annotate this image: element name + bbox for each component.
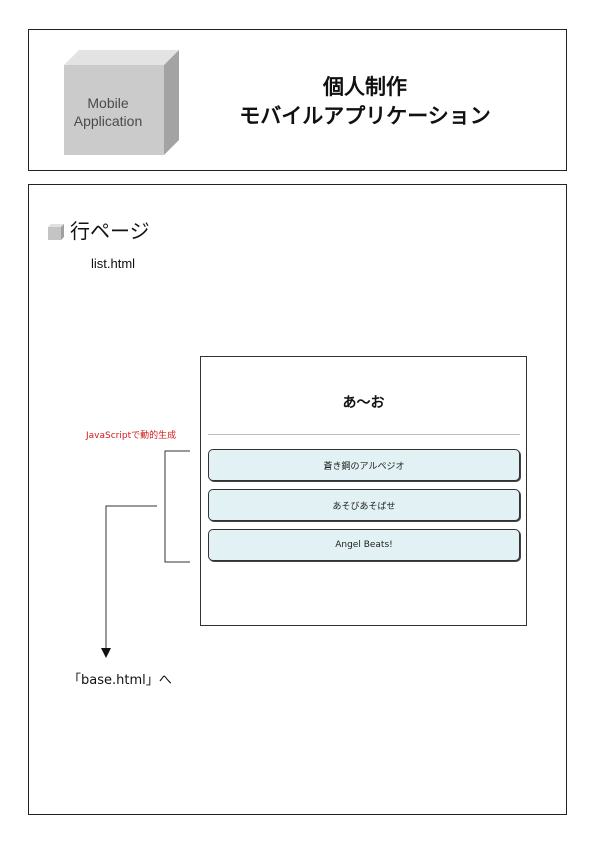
divider xyxy=(208,434,520,435)
title-line2: モバイルアプリケーション xyxy=(239,104,491,128)
cube-label-line1: Mobile xyxy=(87,95,129,111)
list-item[interactable]: 蒼き鋼のアルペジオ xyxy=(208,449,520,481)
cube-label-line2: Application xyxy=(73,113,143,129)
dynamic-generation-note: JavaScriptで動的生成 xyxy=(86,431,177,441)
title-line1: 個人制作 xyxy=(323,75,407,99)
header-panel xyxy=(28,29,567,171)
list-item[interactable]: Angel Beats! xyxy=(208,529,520,561)
section-title: 行ページ xyxy=(70,219,150,243)
list-group-header: あ～お xyxy=(342,395,385,411)
cube-label: Mobile Application xyxy=(64,94,152,130)
base-html-link: 「base.html」へ xyxy=(68,673,172,688)
cube-icon xyxy=(48,224,64,240)
content-panel xyxy=(28,184,567,815)
page-title: 個人制作 モバイルアプリケーション xyxy=(190,73,540,131)
list-item[interactable]: あそびあそばせ xyxy=(208,489,520,521)
mobile-app-cube-icon xyxy=(64,50,179,155)
section-filename: list.html xyxy=(91,256,136,271)
